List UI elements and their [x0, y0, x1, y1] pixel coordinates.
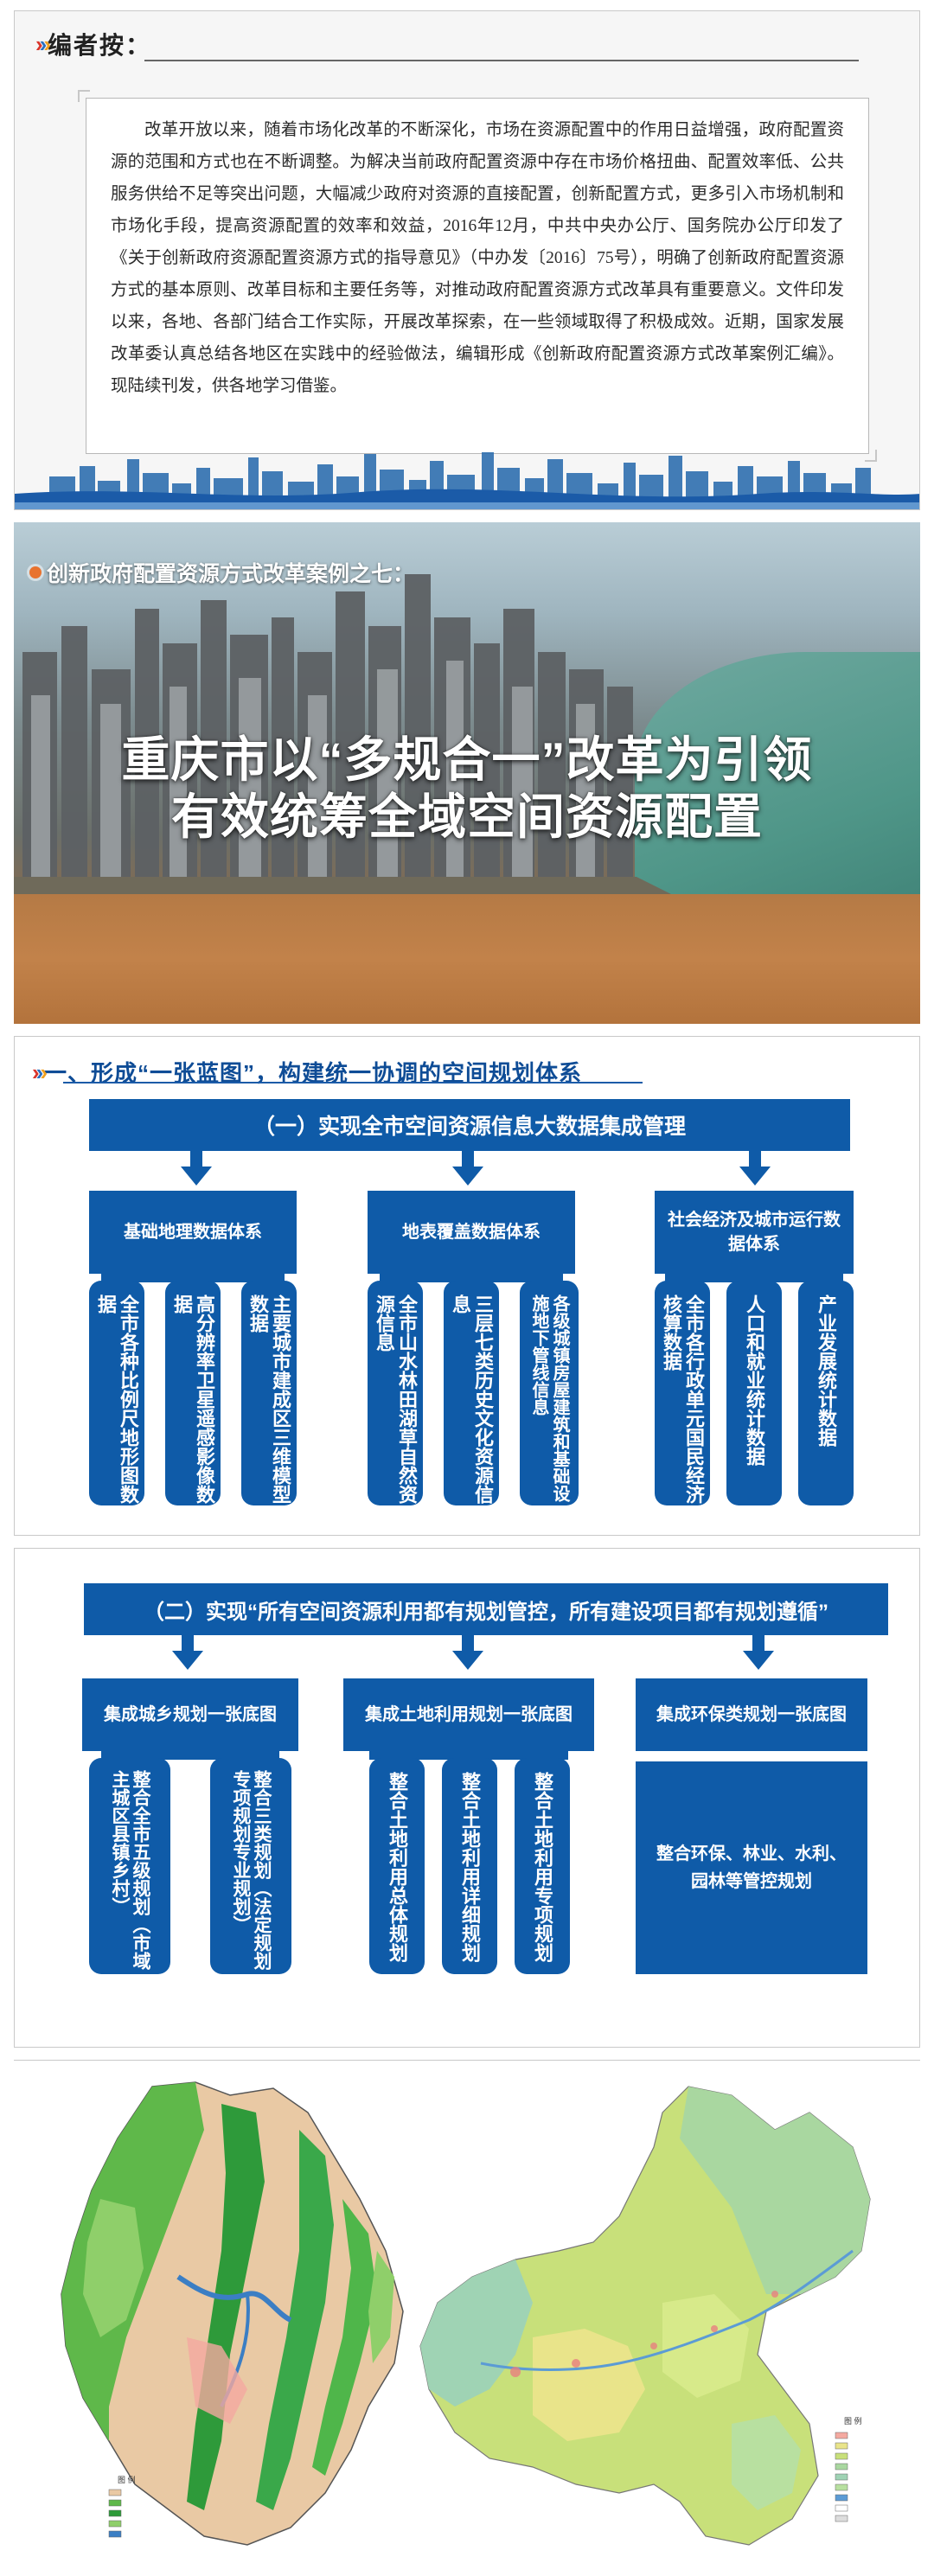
data-item: 高分辨率卫星遥感影像数据	[165, 1281, 221, 1505]
city-skyline-decoration	[15, 452, 919, 509]
editor-note-title: 编者按：	[48, 32, 152, 59]
data-item: 全市各种比例尺地形图数据	[89, 1281, 144, 1505]
arrow-down-icon	[172, 1651, 203, 1670]
hero-title-line2: 有效统筹全域空间资源配置	[171, 789, 763, 844]
data-item: 各级城镇房屋建筑和基础设施地下管线信息	[520, 1281, 579, 1505]
svg-text:图 例: 图 例	[118, 2475, 136, 2484]
data-item: 全市山水林田湖草自然资源信息	[368, 1281, 423, 1505]
category-urban-rural-plan: 集成城乡规划一张底图	[82, 1678, 298, 1751]
yangtze-river	[14, 894, 920, 1024]
environmental-plan-box: 整合环保、林业、水利、园林等管控规划	[636, 1761, 867, 1974]
category-land-use-plan: 集成土地利用规划一张底图	[343, 1678, 594, 1751]
editor-note-header: ››› 编者按：	[35, 27, 151, 61]
arrow-down-icon	[181, 1167, 212, 1186]
chevron-arrows-icon: ›››	[32, 1058, 48, 1085]
title-divider	[144, 60, 859, 61]
urban-rural-land-use-map: 图 例	[61, 2081, 404, 2546]
land-use-planning-map: 图 例	[419, 2086, 871, 2546]
data-item: 三层七类历史文化资源信息	[444, 1281, 499, 1505]
plan-item: 整合全市五级规划（市域主城区县镇乡村）	[89, 1758, 170, 1974]
data-item: 人口和就业统计数据	[726, 1281, 782, 1505]
chevron-arrows-icon: ›››	[35, 31, 52, 57]
plan-item: 整合土地利用总体规划	[369, 1758, 425, 1974]
category-basic-geo: 基础地理数据体系	[89, 1191, 297, 1274]
data-item: 产业发展统计数据	[798, 1281, 854, 1505]
hero-title-line1: 重庆市以“多规合一”改革为引领	[121, 732, 813, 787]
editor-note-text: 改革开放以来，随着市场化改革的不断深化，市场在资源配置中的作用日益增强，政府配置…	[111, 121, 844, 395]
category-land-cover: 地表覆盖数据体系	[368, 1191, 575, 1274]
editor-note-panel: ››› 编者按： 改革开放以来，随着市场化改革的不断深化，市场在资源配置中的作用…	[14, 10, 920, 510]
data-item: 全市各行政单元国民经济核算数据	[655, 1281, 710, 1505]
arrow-down-icon	[743, 1651, 774, 1670]
arrow-down-icon	[452, 1651, 483, 1670]
plan-item: 整合土地利用详细规划	[442, 1758, 497, 1974]
data-item: 主要城市建成区三维模型数据	[241, 1281, 297, 1505]
hero-subtitle: 创新政府配置资源方式改革案例之七：	[29, 557, 414, 588]
maps-panel: 图 例 图 例	[14, 2060, 920, 2570]
section-one-panel: ››› 一、形成“一张蓝图”，构建统一协调的空间规划体系 （一）实现全市空间资源…	[14, 1036, 920, 1536]
category-environmental-plan: 集成环保类规划一张底图	[636, 1678, 867, 1751]
bullet-icon	[29, 566, 42, 578]
plan-item: 整合土地利用专项规划	[515, 1758, 570, 1974]
svg-text:图 例: 图 例	[844, 2416, 862, 2426]
category-socio-economic: 社会经济及城市运行数据体系	[655, 1191, 854, 1274]
hero-subtitle-text: 创新政府配置资源方式改革案例之七：	[47, 562, 415, 586]
editor-note-box: 改革开放以来，随着市场化改革的不断深化，市场在资源配置中的作用日益增强，政府配置…	[78, 90, 877, 462]
section-divider	[63, 1082, 643, 1083]
section-two-panel: （二）实现“所有空间资源利用都有规划管控，所有建设项目都有规划遵循” 集成城乡规…	[14, 1548, 920, 2048]
arrow-down-icon	[739, 1167, 771, 1186]
arrow-down-icon	[452, 1167, 483, 1186]
hero-banner: 创新政府配置资源方式改革案例之七： 重庆市以“多规合一”改革为引领 有效统筹全域…	[14, 522, 920, 1024]
plan-item: 整合三类规划（法定规划专项规划专业规划）	[210, 1758, 291, 1974]
planning-control-bar: （二）实现“所有空间资源利用都有规划管控，所有建设项目都有规划遵循”	[84, 1583, 888, 1635]
data-integration-bar: （一）实现全市空间资源信息大数据集成管理	[89, 1099, 850, 1151]
